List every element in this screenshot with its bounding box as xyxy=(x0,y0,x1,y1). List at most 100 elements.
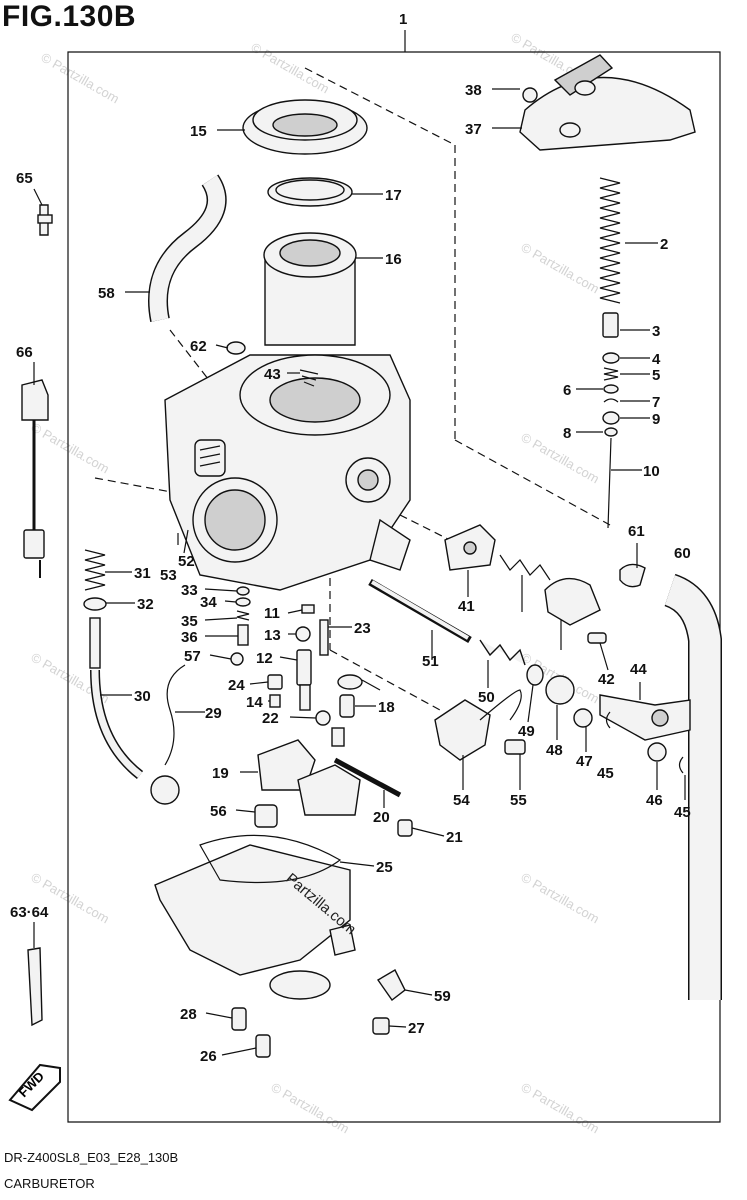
leader-lines xyxy=(33,88,686,1056)
o-ring xyxy=(226,341,246,355)
watermark: © Partzilla.com xyxy=(39,50,122,107)
fuel-line xyxy=(164,664,186,766)
callout-labels: 2 3 4 5 6 7 8 9 10 11 12 13 14 15 16 17 … xyxy=(10,82,691,1065)
callout-label: 36 xyxy=(181,629,198,646)
watermark: © Partzilla.com xyxy=(519,1080,602,1137)
callout-label: 61 xyxy=(628,523,645,540)
callout-label: 29 xyxy=(205,705,222,722)
callout-label: 33 xyxy=(181,582,198,599)
callout-label: 37 xyxy=(465,121,482,138)
throttle-sensor xyxy=(434,699,491,761)
callout-label: 65 xyxy=(16,170,33,187)
callout-label: 22 xyxy=(262,710,279,727)
callout-label: 34 xyxy=(200,594,217,611)
clamp xyxy=(619,563,646,588)
callout-label: 50 xyxy=(478,689,495,706)
bowl-clamp xyxy=(376,969,406,1002)
watermark: © Partzilla.com xyxy=(519,870,602,927)
watermark: © Partzilla.com xyxy=(249,40,332,97)
callout-label: 13 xyxy=(264,627,281,644)
callout-label: 41 xyxy=(458,598,475,615)
callout-label: 56 xyxy=(210,803,227,820)
lever-parts xyxy=(545,675,691,774)
callout-label: 16 xyxy=(385,251,402,268)
callout-label: 8 xyxy=(563,425,571,442)
callout-label: 27 xyxy=(408,1020,425,1037)
callout-label: 3 xyxy=(652,323,660,340)
callout-label: 60 xyxy=(674,545,691,562)
callout-label: 38 xyxy=(465,82,482,99)
callout-label: 7 xyxy=(652,394,660,411)
callout-label: 11 xyxy=(264,605,280,622)
screw xyxy=(504,739,526,755)
assembly-border xyxy=(67,30,721,1123)
screw xyxy=(372,1017,390,1035)
callout-label: 31 xyxy=(134,565,151,582)
sensor-wire xyxy=(479,689,522,721)
callout-label: 45 xyxy=(674,804,691,821)
callout-label: 4 xyxy=(652,351,661,368)
callout-label: 48 xyxy=(546,742,563,759)
figure-caption: CARBURETOR xyxy=(4,1176,95,1191)
callout-label: 42 xyxy=(598,671,615,688)
callout-label: 32 xyxy=(137,596,154,613)
callout-label: 20 xyxy=(373,809,390,826)
carb-top-cap xyxy=(519,54,696,151)
callout-label: 10 xyxy=(643,463,660,480)
callout-label: 9 xyxy=(652,411,660,428)
callout-label: 51 xyxy=(422,653,439,670)
screw xyxy=(231,1007,247,1031)
callout-label: 54 xyxy=(453,792,470,809)
vent-hose-fill xyxy=(149,175,226,322)
callout-label: 23 xyxy=(354,620,371,637)
fwd-arrow: FWD xyxy=(8,1063,61,1112)
callout-label: 14 xyxy=(246,694,263,711)
callout-label: 15 xyxy=(190,123,207,140)
callout-label: 19 xyxy=(212,765,229,782)
callout-label: 62 xyxy=(190,338,207,355)
drain-hose-fill xyxy=(664,575,721,1000)
callout-label: 43 xyxy=(264,366,281,383)
callout-label: 55 xyxy=(510,792,527,809)
left-parts xyxy=(21,204,53,1027)
callout-label: 35 xyxy=(181,613,198,630)
callout-label: 63·64 xyxy=(10,904,49,921)
accelerator-pump-parts xyxy=(444,524,607,686)
watermark: © Partzilla.com xyxy=(519,240,602,297)
float-bowl xyxy=(154,804,356,1000)
callout-label: 26 xyxy=(200,1048,217,1065)
screw xyxy=(255,1034,271,1058)
callout-label: 47 xyxy=(576,753,593,770)
callout-label: 28 xyxy=(180,1006,197,1023)
callout-label: 12 xyxy=(256,650,273,667)
callout-label: 5 xyxy=(652,367,660,384)
callout-1: 1 xyxy=(399,11,407,28)
callout-label: 6 xyxy=(563,382,571,399)
dashed-guides xyxy=(94,67,611,711)
spring xyxy=(599,177,621,304)
callout-label: 45 xyxy=(597,765,614,782)
callout-label: 30 xyxy=(134,688,151,705)
needle-assembly xyxy=(602,312,620,529)
pump-rod-fill xyxy=(370,580,470,640)
diaphragm-parts xyxy=(242,99,368,346)
callout-label: 18 xyxy=(378,699,395,716)
pilot-screw xyxy=(299,369,319,387)
carburetor-body xyxy=(164,354,411,591)
callout-label: 44 xyxy=(630,661,647,678)
watermark: © Partzilla.com xyxy=(269,1080,352,1137)
figure-code: DR-Z400SL8_E03_E28_130B xyxy=(4,1150,179,1165)
figure-title: FIG.130B xyxy=(2,0,137,33)
callout-label: 21 xyxy=(446,829,463,846)
callout-label: 58 xyxy=(98,285,115,302)
callout-label: 24 xyxy=(228,677,245,694)
watermark: © Partzilla.com xyxy=(519,430,602,487)
callout-label: 25 xyxy=(376,859,393,876)
callout-label: 46 xyxy=(646,792,663,809)
callout-label: 66 xyxy=(16,344,33,361)
callout-label: 53 xyxy=(160,567,177,584)
float-parts xyxy=(257,739,413,837)
throttle-cable xyxy=(83,549,180,805)
watermark: © Partzilla.com xyxy=(29,420,112,477)
